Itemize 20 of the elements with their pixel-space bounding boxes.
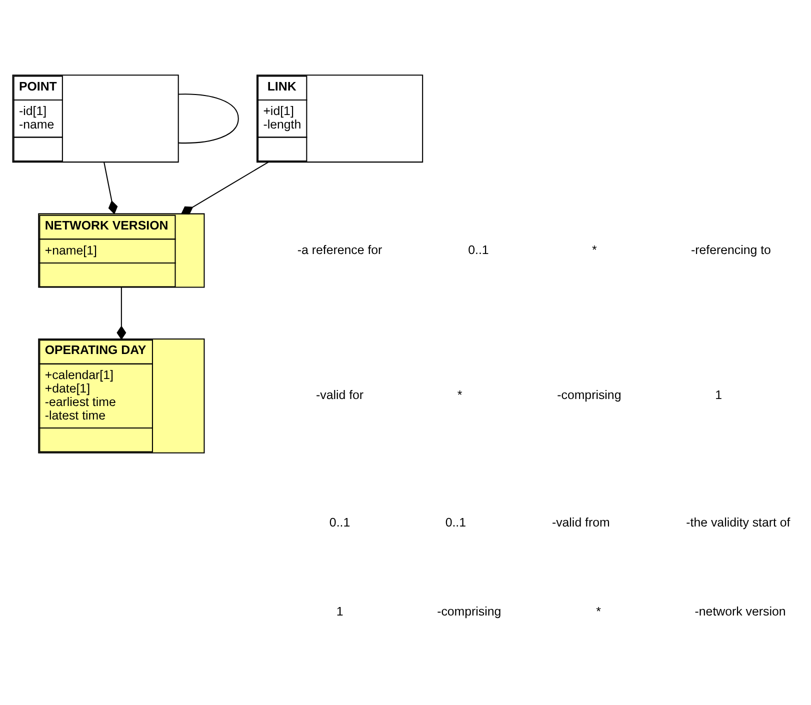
label: -valid for — [316, 388, 364, 402]
label: -comprising — [557, 388, 622, 402]
label: -valid from — [552, 514, 610, 529]
label: 0..1 — [329, 514, 350, 529]
label: 1 — [336, 604, 344, 618]
label: -a reference for — [297, 242, 382, 256]
connector — [116, 286, 126, 340]
label: -network version — [694, 604, 786, 618]
label: * — [457, 388, 462, 402]
connector — [104, 162, 118, 214]
connector — [180, 161, 269, 214]
label: 0..1 — [468, 242, 489, 256]
label: * — [592, 242, 597, 256]
connector — [178, 93, 239, 144]
label: * — [596, 604, 601, 618]
label: -the validity start of — [686, 514, 790, 529]
label: 1 — [715, 388, 722, 402]
label: -referencing to — [690, 242, 771, 256]
label: 0..1 — [445, 514, 466, 529]
label: -comprising — [437, 604, 502, 618]
